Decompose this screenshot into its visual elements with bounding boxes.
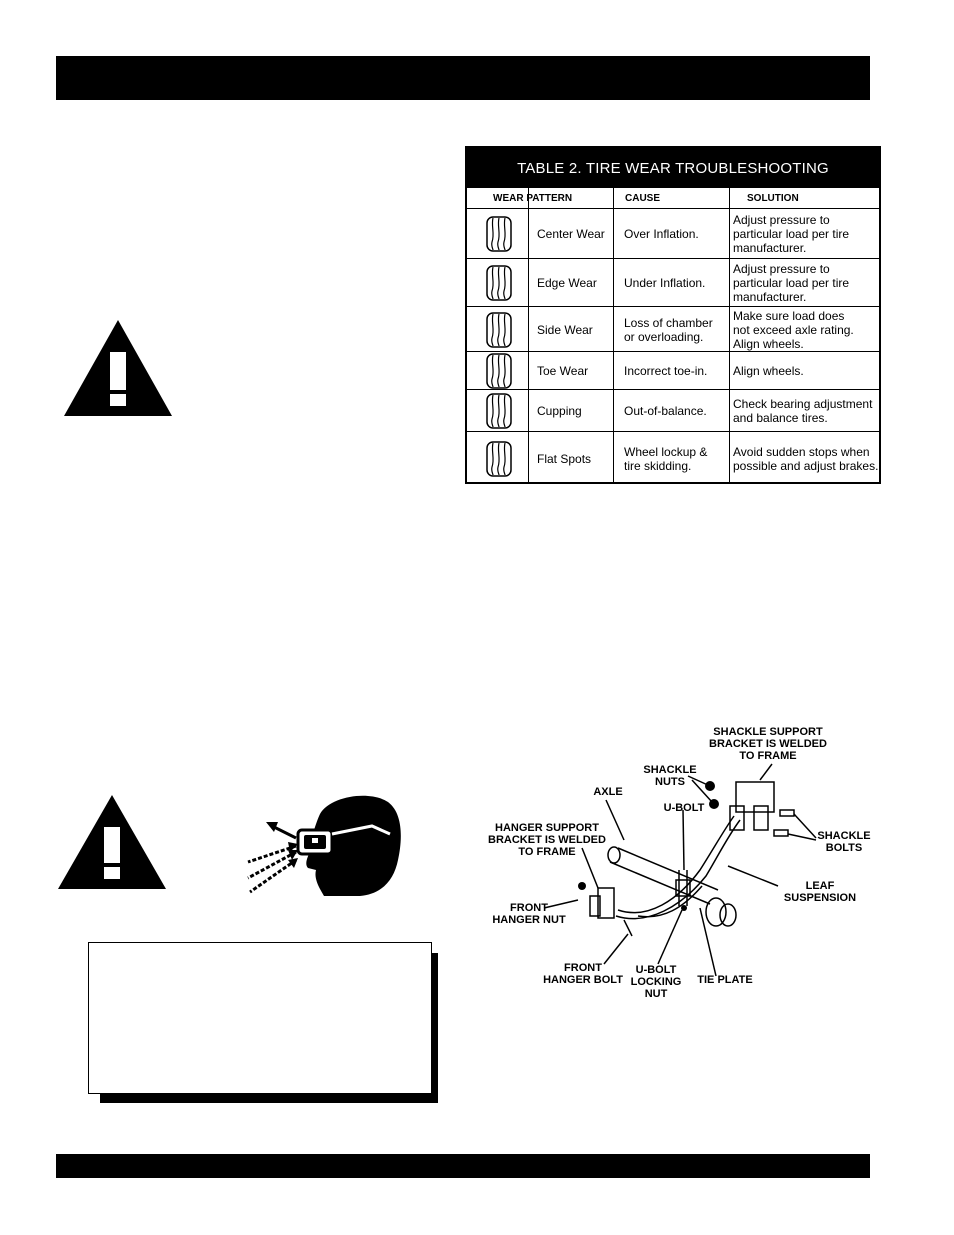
header-wear-pattern: WEAR PATTERN xyxy=(493,193,573,204)
label-front-hanger-bolt: FRONT HANGER BOLT xyxy=(543,962,623,986)
cause-cell: Wheel lockup & tire skidding. xyxy=(624,444,708,473)
solution-cell: Align wheels. xyxy=(733,364,804,378)
cause-cell: Incorrect toe-in. xyxy=(624,364,708,378)
column-divider xyxy=(613,188,614,482)
cause-cell: Over Inflation. xyxy=(624,227,699,241)
warning-triangle-icon xyxy=(56,793,168,891)
wear-pattern-cell: Side Wear xyxy=(537,322,593,337)
cause-cell: Loss of chamber or overloading. xyxy=(624,315,713,344)
warning-triangle-icon xyxy=(62,318,174,418)
tire-wear-table: TABLE 2. TIRE WEAR TROUBLESHOOTING WEAR … xyxy=(465,146,881,484)
header-bar xyxy=(56,56,870,100)
tire-tread-icon xyxy=(485,440,513,477)
label-shackle-support: SHACKLE SUPPORT BRACKET IS WELDED TO FRA… xyxy=(709,726,827,762)
leaf-suspension-diagram: SHACKLE SUPPORT BRACKET IS WELDED TO FRA… xyxy=(478,720,878,1010)
wear-pattern-cell: Cupping xyxy=(537,404,582,418)
tire-tread-icon xyxy=(485,216,513,252)
table-row: Side Wear Loss of chamber or overloading.… xyxy=(467,306,879,352)
header-solution: SOLUTION xyxy=(747,193,799,204)
solution-cell: Adjust pressure to particular load per t… xyxy=(733,262,850,304)
safety-goggles-icon xyxy=(242,790,402,900)
tire-tread-icon xyxy=(485,265,513,301)
label-shackle-bolts: SHACKLE BOLTS xyxy=(817,830,871,854)
column-divider xyxy=(528,188,529,482)
suspension-drawing xyxy=(543,763,817,977)
wear-pattern-cell: Flat Spots xyxy=(537,451,592,466)
table-row: Cupping Out-of-balance. Check bearing adju… xyxy=(467,389,879,432)
label-leaf-suspension: LEAF SUSPENSION xyxy=(783,880,857,904)
solution-cell: Make sure load does not exceed axle rati… xyxy=(733,309,854,351)
tire-tread-icon xyxy=(485,311,513,348)
solution-cell: Adjust pressure to particular load per t… xyxy=(733,213,850,255)
wear-pattern-cell: Center Wear xyxy=(537,227,605,241)
note-box xyxy=(88,942,432,1094)
solution-cell: Check bearing adjustment and balance tir… xyxy=(733,397,873,425)
label-ubolt-locking-nut: U-BOLT LOCKING NUT xyxy=(630,964,682,1000)
table-row: Edge Wear Under Inflation. Adjust pressure… xyxy=(467,258,879,307)
label-shackle-nuts: SHACKLE NUTS xyxy=(643,764,697,788)
label-axle: AXLE xyxy=(593,786,623,798)
label-ubolt: U-BOLT xyxy=(663,802,705,814)
table-title: TABLE 2. TIRE WEAR TROUBLESHOOTING xyxy=(467,148,879,188)
label-tie-plate: TIE PLATE xyxy=(697,974,753,986)
tire-tread-icon xyxy=(485,393,513,429)
table-row: Toe Wear Incorrect toe-in. Align wheels. xyxy=(467,351,879,390)
header-cause: CAUSE xyxy=(625,193,661,204)
wear-pattern-cell: Toe Wear xyxy=(537,364,589,378)
table-row: Flat Spots Wheel lockup & tire skidding. A… xyxy=(467,431,879,485)
table-row: Center Wear Over Inflation. Adjust pressur… xyxy=(467,208,879,259)
wear-pattern-cell: Edge Wear xyxy=(537,276,597,290)
footer-bar xyxy=(56,1154,870,1178)
column-divider xyxy=(729,188,730,482)
tire-tread-icon xyxy=(485,353,513,389)
label-hanger-support: HANGER SUPPORT BRACKET IS WELDED TO FRAM… xyxy=(488,822,606,858)
cause-cell: Under Inflation. xyxy=(624,276,706,290)
label-front-hanger-nut: FRONT HANGER NUT xyxy=(492,902,566,926)
cause-cell: Out-of-balance. xyxy=(624,404,707,418)
solution-cell: Avoid sudden stops when possible and adj… xyxy=(733,444,879,473)
